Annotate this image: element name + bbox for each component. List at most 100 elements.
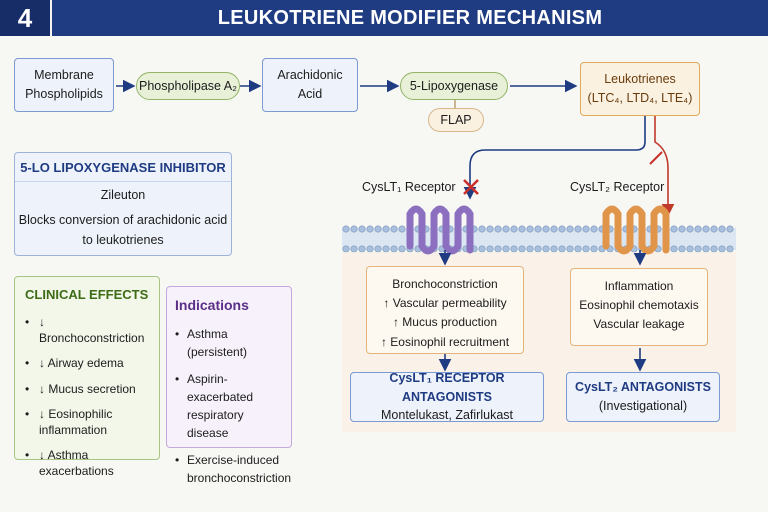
clinical-effects-title: CLINICAL EFFECTS xyxy=(25,287,149,302)
lipid-head xyxy=(694,225,702,233)
lipid-head xyxy=(382,225,390,233)
cyslt2-antagonists-box: CysLT₂ ANTAGONISTS (Investigational) xyxy=(566,372,720,422)
membrane-line-2: Phospholipids xyxy=(25,87,103,101)
lipid-head xyxy=(350,245,358,253)
indication-item: • Aspirin-exacerbated respiratory disease xyxy=(175,370,285,442)
lipid-head xyxy=(390,225,398,233)
lipid-head xyxy=(494,225,502,233)
indication-line: Aspirin-exacerbated xyxy=(187,372,254,404)
lipid-head xyxy=(502,225,510,233)
clinical-effects-panel: CLINICAL EFFECTS •↓ Bronchoconstriction•… xyxy=(14,276,160,478)
receptor-effect-item: ↑ Mucus production xyxy=(392,315,498,330)
lipid-head xyxy=(358,245,366,253)
lipid-head xyxy=(502,245,510,253)
header-bar xyxy=(0,0,768,36)
indication-line: bronchoconstriction xyxy=(187,471,292,485)
receptor-effect-item: Bronchoconstriction xyxy=(392,277,498,291)
flap-label: FLAP xyxy=(440,113,472,127)
bullet-mark: • xyxy=(175,372,180,386)
lipid-head xyxy=(342,225,350,233)
lipid-head xyxy=(710,245,718,253)
lipid-head xyxy=(590,245,598,253)
pla2-label: Phospholipase A₂ xyxy=(139,79,237,93)
leukotrienes-line-1: Leukotrienes xyxy=(604,72,676,87)
lipid-head xyxy=(678,225,686,233)
indication-line: Exercise-induced xyxy=(187,453,280,467)
lipid-head xyxy=(542,225,550,233)
cyslt2-receptor-icon xyxy=(602,205,670,255)
lipid-head xyxy=(398,245,406,253)
inhibitor-drug: Zileuton xyxy=(100,188,146,202)
lipid-head xyxy=(374,245,382,253)
lipid-head xyxy=(574,225,582,233)
cyslt2-block-mark xyxy=(649,151,663,165)
receptor-effect-item: Eosinophil chemotaxis xyxy=(579,298,699,313)
lipid-head xyxy=(558,225,566,233)
lipid-head xyxy=(350,225,358,233)
clinical-effect-item: •↓ Bronchoconstriction xyxy=(25,314,151,346)
lipid-head xyxy=(534,225,542,233)
cyslt1-antagonists-title: CysLT₁ RECEPTOR ANTAGONISTS xyxy=(389,370,505,404)
lipid-head xyxy=(582,225,590,233)
clinical-effect-line: ↓ Mucus secretion xyxy=(39,381,136,396)
lipid-head xyxy=(702,245,710,253)
lipid-head xyxy=(366,225,374,233)
indication-text: Asthma (persistent) xyxy=(187,325,285,361)
lipid-head xyxy=(670,225,678,233)
lipid-head xyxy=(702,225,710,233)
cyslt1-effects-box: Bronchoconstriction ↑ Vascular permeabili… xyxy=(366,266,524,354)
lipid-head xyxy=(686,245,694,253)
lipid-head xyxy=(526,225,534,233)
clinical-effect-text: ↓ Mucus secretion xyxy=(39,381,136,397)
indication-line: respiratory disease xyxy=(187,408,244,440)
section-number: 4 xyxy=(0,0,52,36)
lipid-head xyxy=(342,245,350,253)
lipid-head xyxy=(550,225,558,233)
lipid-head xyxy=(694,245,702,253)
lipid-head xyxy=(478,245,486,253)
lipid-head xyxy=(686,225,694,233)
membrane-line-1: Membrane xyxy=(34,68,94,83)
clinical-effect-item: •↓ Airway edema xyxy=(25,355,151,371)
clinical-effect-line: ↓ Asthma exacerbations xyxy=(39,448,114,479)
cyslt2-antagonists-drugs: (Investigational) xyxy=(598,399,688,413)
lipid-head xyxy=(374,225,382,233)
indication-item: • Exercise-induced bronchoconstriction xyxy=(175,451,291,487)
cyslt1-antagonists-box: CysLT₁ RECEPTOR ANTAGONISTS Montelukast,… xyxy=(350,370,544,423)
lipid-head xyxy=(590,225,598,233)
cyslt2-receptor-label: CysLT₂ Receptor xyxy=(570,180,665,194)
lipid-head xyxy=(366,245,374,253)
bullet-mark: • xyxy=(25,315,30,329)
indications-title: Indications xyxy=(175,297,249,313)
lipid-head xyxy=(678,245,686,253)
clinical-effect-text: ↓ Airway edema xyxy=(39,355,124,371)
bullet-mark: • xyxy=(25,448,30,463)
receptor-effect-item: ↑ Vascular permeability xyxy=(383,296,507,311)
lipid-head xyxy=(670,245,678,253)
indication-text: Aspirin-exacerbated respiratory disease xyxy=(187,370,285,442)
bullet-mark: • xyxy=(175,453,180,467)
inhibitor-panel: 5-LO LIPOXYGENASE INHIBITOR Zileuton Blo… xyxy=(14,152,232,256)
bullet-mark: • xyxy=(25,381,30,396)
cyslt1-effects-list: Bronchoconstriction ↑ Vascular permeabili… xyxy=(367,275,523,352)
inhibitor-desc-1: Blocks conversion of arachidonic acid xyxy=(18,213,228,228)
cyslt1-antagonists-drugs: Montelukast, Zafirlukast xyxy=(381,408,513,423)
lipid-head xyxy=(494,245,502,253)
lipid-head xyxy=(710,225,718,233)
inhibitor-title-bar: 5-LO LIPOXYGENASE INHIBITOR xyxy=(15,153,231,182)
lipid-head xyxy=(550,245,558,253)
lipid-head xyxy=(726,225,734,233)
lipid-head xyxy=(390,245,398,253)
arrow-to-cyslt1 xyxy=(463,116,646,200)
indication-line: Asthma (persistent) xyxy=(187,327,248,359)
lipid-head xyxy=(398,225,406,233)
lipid-head xyxy=(486,245,494,253)
arrow-to-cyslt2 xyxy=(654,116,675,217)
lipid-head xyxy=(566,245,574,253)
lipid-head xyxy=(582,245,590,253)
clinical-effect-line: ↓ Eosinophilic xyxy=(39,406,113,421)
inhibitor-desc-2: to leukotrienes xyxy=(82,232,164,247)
lipid-head xyxy=(526,245,534,253)
